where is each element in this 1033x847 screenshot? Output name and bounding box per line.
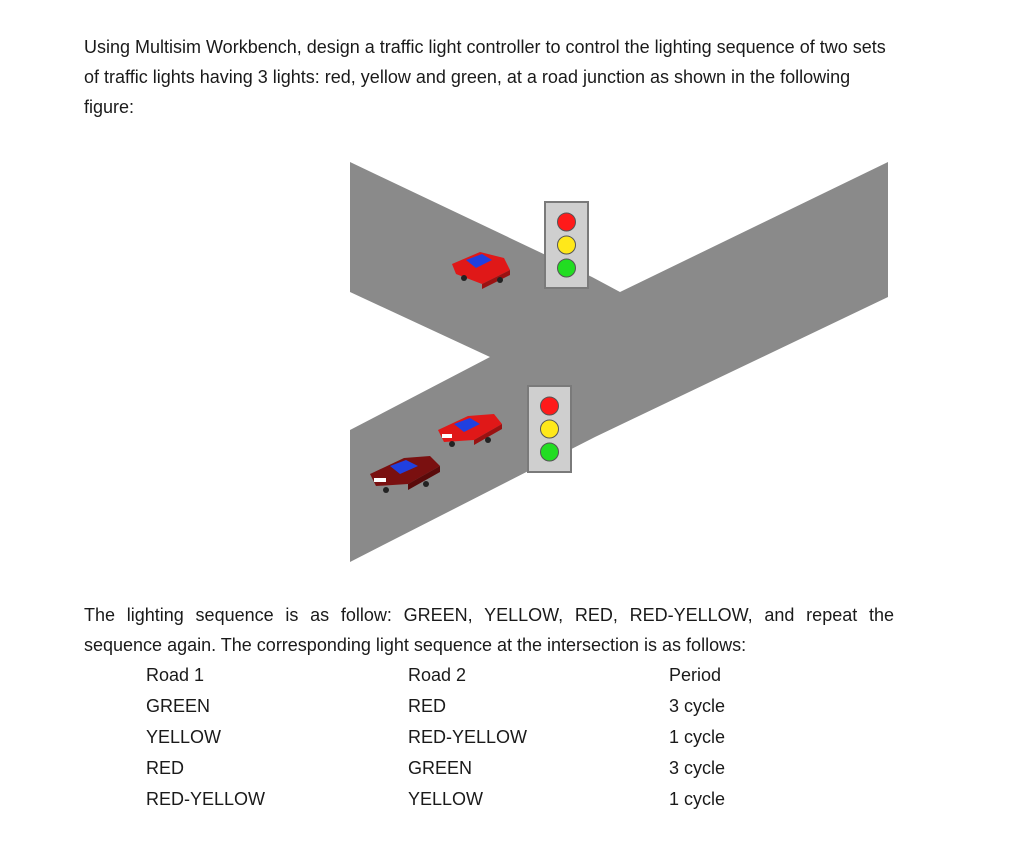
light-sequence-table: Road 1 Road 2 Period GREEN RED 3 cycle Y…	[146, 660, 789, 815]
cell-period: 3 cycle	[669, 758, 726, 778]
cell-road-1: YELLOW	[146, 727, 222, 747]
header-period: Period	[669, 665, 722, 685]
intro-paragraph: Using Multisim Workbench, design a traff…	[84, 37, 886, 117]
car-icon	[438, 414, 502, 447]
cell-road-2: RED	[408, 696, 447, 716]
header-road-2: Road 2	[408, 665, 467, 685]
table-row: GREEN RED 3 cycle	[146, 691, 789, 722]
table-row: RED GREEN 3 cycle	[146, 753, 789, 784]
car-icon	[452, 252, 510, 289]
sequence-paragraph: The lighting sequence is as follow: GREE…	[84, 605, 894, 655]
traffic-light-icon	[527, 385, 572, 473]
header-road-1: Road 1	[146, 665, 205, 685]
road-surface	[350, 162, 888, 562]
cell-period: 3 cycle	[669, 696, 726, 716]
table-header-row: Road 1 Road 2 Period	[146, 660, 789, 691]
table-row: YELLOW RED-YELLOW 1 cycle	[146, 722, 789, 753]
cell-period: 1 cycle	[669, 789, 726, 809]
car-icon	[370, 456, 440, 493]
cell-road-2: RED-YELLOW	[408, 727, 528, 747]
road-junction-figure	[350, 162, 888, 562]
table-row: RED-YELLOW YELLOW 1 cycle	[146, 784, 789, 815]
cell-road-2: GREEN	[408, 758, 473, 778]
cell-road-2: YELLOW	[408, 789, 484, 809]
traffic-light-icon	[544, 201, 589, 289]
cell-road-1: RED	[146, 758, 185, 778]
cell-period: 1 cycle	[669, 727, 726, 747]
cell-road-1: RED-YELLOW	[146, 789, 266, 809]
cell-road-1: GREEN	[146, 696, 211, 716]
